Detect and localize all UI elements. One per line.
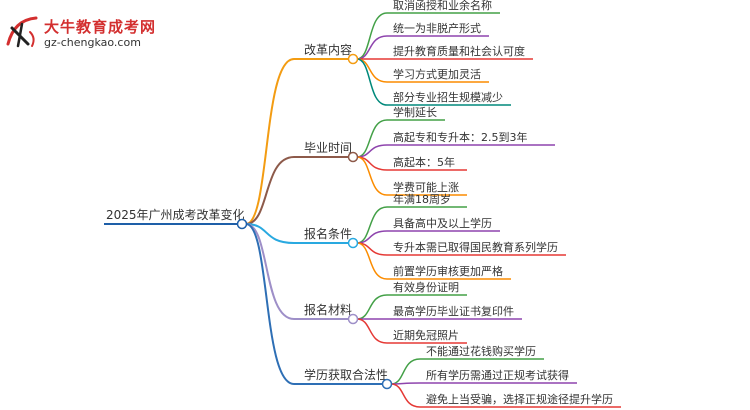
leaf-label: 最高学历毕业证书复印件 <box>393 304 514 318</box>
leaf-label: 统一为非脱产形式 <box>393 21 481 35</box>
leaf-connector <box>356 58 388 83</box>
branch-label: 报名材料 <box>304 302 352 317</box>
leaf-connector <box>356 242 388 280</box>
branch-label: 毕业时间 <box>304 141 352 155</box>
branch-connector <box>245 223 295 244</box>
leaf-label: 所有学历需通过正规考试获得 <box>426 368 569 382</box>
branch-node <box>347 53 359 65</box>
leaf-connector <box>356 318 388 344</box>
leaf-label: 学习方式更加灵活 <box>393 67 481 81</box>
leaf-connector <box>356 294 388 320</box>
leaf-connector <box>356 58 388 106</box>
leaf-label: 具备高中及以上学历 <box>393 216 492 230</box>
branch-connector <box>245 223 295 385</box>
branch-node <box>347 313 359 325</box>
leaf-label: 学费可能上涨 <box>393 180 459 194</box>
leaf-label: 避免上当受骗，选择正规途径提升学历 <box>426 392 613 406</box>
branch-label: 报名条件 <box>304 226 352 241</box>
leaf-label: 提升教育质量和社会认可度 <box>393 44 525 58</box>
leaf-label: 高起专和专升本：2.5到3年 <box>393 130 528 144</box>
root-node <box>236 218 248 230</box>
leaf-connector <box>356 119 388 158</box>
branch-node <box>347 151 359 163</box>
leaf-label: 前置学历审核更加严格 <box>393 264 503 278</box>
leaf-connector <box>390 383 421 408</box>
leaf-connector <box>356 156 388 196</box>
branch-connector <box>245 156 295 225</box>
leaf-label: 有效身份证明 <box>393 280 459 294</box>
leaf-label: 高起本：5年 <box>393 155 455 169</box>
leaf-label: 近期免冠照片 <box>393 328 459 342</box>
logo-url: gz-chengkao.com <box>44 36 141 49</box>
leaf-label: 不能通过花钱购买学历 <box>426 344 536 358</box>
logo-mark-icon <box>6 16 38 48</box>
leaf-label: 年满18周岁 <box>393 192 451 206</box>
branch-label: 学历获取合法性 <box>304 367 388 382</box>
leaf-connector <box>356 35 388 60</box>
branch-connector <box>245 223 295 320</box>
branch-label: 改革内容 <box>304 42 352 57</box>
leaf-label: 部分专业招生规模减少 <box>393 90 503 104</box>
branch-connector <box>245 58 295 225</box>
leaf-label: 专升本需已取得国民教育系列学历 <box>393 240 558 254</box>
branch-node <box>347 237 359 249</box>
logo-title: 大牛教育成考网 <box>44 18 157 36</box>
leaf-connector <box>390 358 421 385</box>
root-topic: 2025年广州成考改革变化 <box>106 207 245 222</box>
branch-node <box>381 378 393 390</box>
leaf-label: 学制延长 <box>393 105 437 119</box>
site-logo: 大牛教育成考网 gz-chengkao.com <box>6 14 181 54</box>
leaf-connector <box>356 206 388 244</box>
leaf-label: 取消函授和业余名称 <box>393 0 492 12</box>
